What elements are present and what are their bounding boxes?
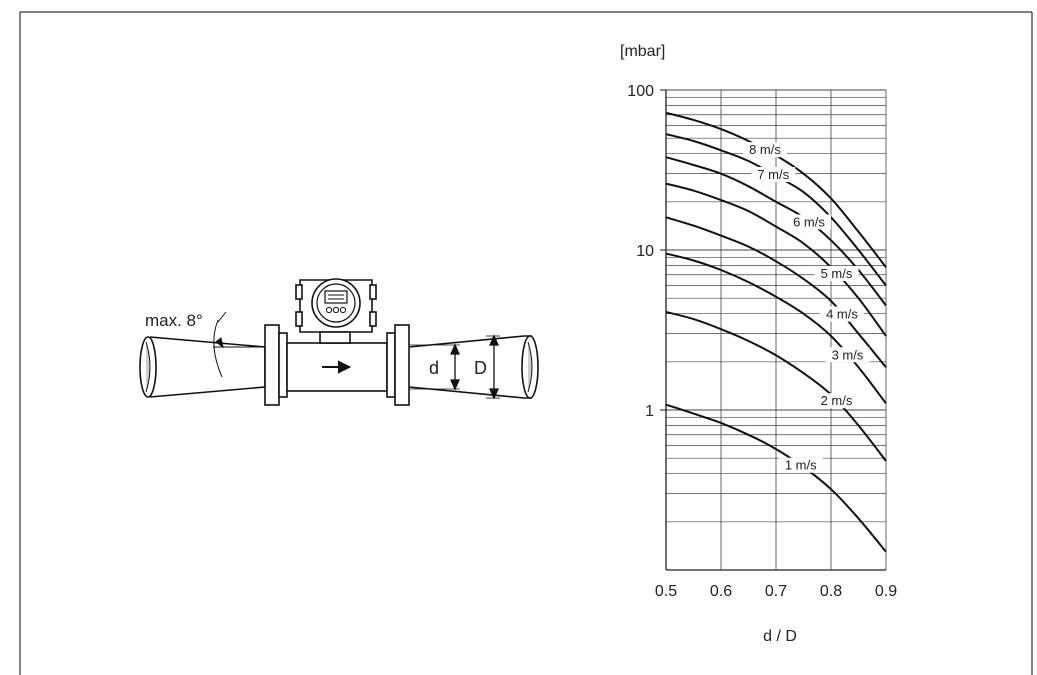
series-label: 3 m/s: [832, 347, 864, 362]
series-line: [665, 156, 887, 307]
x-tick-label: 0.6: [710, 583, 732, 600]
series-label-bg: [787, 214, 831, 230]
series-label-bg: [743, 142, 787, 158]
outer-diameter-label: D: [474, 358, 487, 378]
x-tick-label: 0.7: [765, 583, 787, 600]
series-line: [665, 403, 887, 553]
angle-indicator: [213, 311, 262, 378]
series-label: 2 m/s: [821, 393, 853, 408]
series-label: 6 m/s: [793, 214, 825, 229]
right-arrow-icon: [322, 360, 352, 374]
x-tick-label: 0.8: [820, 583, 842, 600]
series-label-bg: [814, 265, 859, 281]
inner-diameter-dimension: [409, 343, 461, 391]
series-label-bg: [814, 393, 859, 409]
flowmeter-diagram: [139, 278, 539, 406]
right-pipe: [408, 335, 539, 399]
x-axis-label: d / D: [763, 628, 797, 645]
series-label-bg: [825, 347, 870, 363]
series-line: [665, 216, 887, 368]
max-angle-label: max. 8°: [145, 311, 203, 330]
y-tick-label: 1: [645, 403, 654, 420]
x-tick-label: 0.9: [875, 583, 897, 600]
y-axis-label: [mbar]: [620, 43, 665, 60]
y-tick-label: 100: [627, 83, 654, 100]
transmitter-housing: [295, 278, 377, 344]
series-label-bg: [778, 457, 823, 473]
series-label: 1 m/s: [785, 458, 817, 473]
series-label: 7 m/s: [757, 167, 789, 182]
series-line: [665, 311, 887, 462]
chart-grid: [660, 89, 887, 571]
left-pipe: [139, 336, 266, 398]
series-label-bg: [751, 167, 796, 183]
inner-diameter-label: d: [429, 358, 439, 378]
series-line: [665, 182, 887, 337]
x-tick-label: 0.5: [655, 583, 677, 600]
left-flange: [264, 324, 280, 406]
meter-tube: [286, 342, 388, 392]
series-label-bg: [820, 306, 864, 322]
chart-tick-labels: 0.5 0.6 0.7 0.8 0.9 1 10 100: [627, 83, 897, 600]
series-label: 8 m/s: [749, 142, 781, 157]
y-tick-label: 10: [636, 243, 654, 260]
series-label: 4 m/s: [826, 307, 858, 322]
right-flange: [394, 324, 410, 406]
chart-series: [665, 111, 887, 553]
pressure-loss-chart: 8 m/s 7 m/s 6 m/s 5 m/s 4 m/s 3 m/s 2 m/s 1 m/s…: [620, 43, 897, 645]
series-label: 5 m/s: [821, 266, 853, 281]
outer-diameter-dimension: [486, 334, 500, 400]
chart-series-labels: 8 m/s 7 m/s 6 m/s 5 m/s 4 m/s 3 m/s 2 m/s 1 m/s: [743, 142, 870, 473]
